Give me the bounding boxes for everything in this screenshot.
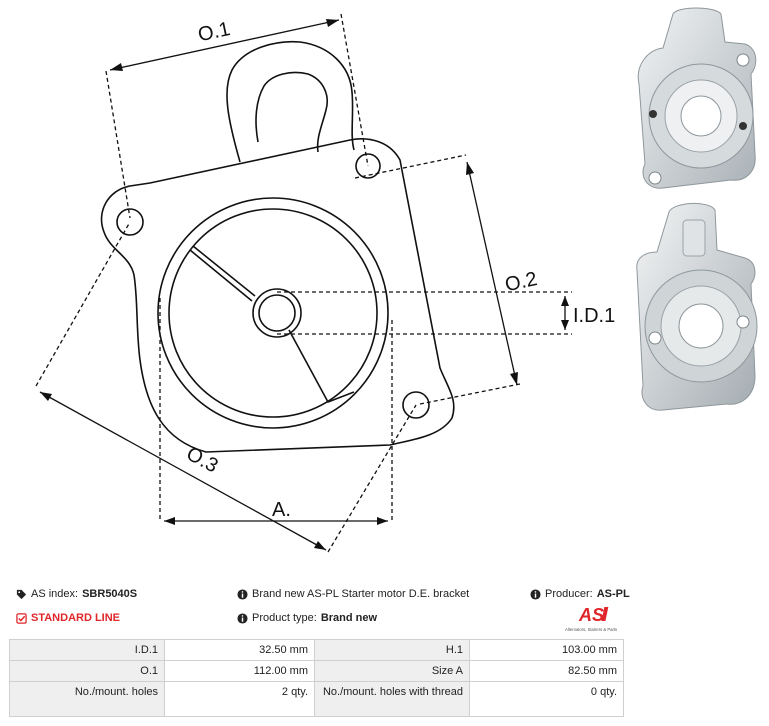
spec-value: 103.00 mm [469,639,624,661]
logo-mark: AS [578,605,604,625]
spec-value: 0 qty. [469,681,624,717]
tag-icon [16,589,27,599]
product-photo-front [637,7,757,189]
label-id1: I.D.1 [573,305,615,327]
technical-drawing: O.1 O.2 O.3 I.D.1 A. [35,13,615,553]
standard-line-text: STANDARD LINE [31,612,121,624]
table-row: No./mount. holes 2 qty. No./mount. holes… [9,681,624,717]
checkbox-icon [16,612,27,624]
info-circle-icon [237,612,248,624]
spec-label: Size A [314,660,470,682]
label-o1: O.1 [196,18,232,46]
spec-label: No./mount. holes [9,681,165,717]
table-row: I.D.1 32.50 mm H.1 103.00 mm [9,639,624,661]
producer: Producer: AS-PL [530,588,630,600]
table-row: O.1 112.00 mm Size A 82.50 mm [9,660,624,682]
spec-label: O.1 [9,660,165,682]
producer-label: Producer: [545,588,593,600]
product-description: Brand new AS-PL Starter motor D.E. brack… [237,588,469,600]
info-circle-icon [237,588,248,600]
spec-value: 82.50 mm [469,660,624,682]
label-o3: O.3 [183,443,222,478]
product-type-value: Brand new [320,612,378,624]
specs-table: I.D.1 32.50 mm H.1 103.00 mm O.1 112.00 … [9,639,624,717]
standard-line-badge: STANDARD LINE [16,612,120,624]
as-index: AS index: SBR5040S [16,588,137,600]
spec-value: 2 qty. [164,681,315,717]
spec-value: 112.00 mm [164,660,315,682]
as-pl-logo: AS Alternators, Starters & Parts [565,605,617,632]
product-type-label: Product type: [252,612,317,624]
spec-label: H.1 [314,639,470,661]
producer-value: AS-PL [596,588,630,600]
label-a: A. [272,499,291,521]
label-o2: O.2 [503,268,539,296]
as-index-label: AS index: [31,588,79,600]
product-photo-rear [636,203,758,411]
info-circle-icon [530,588,541,600]
logo-tagline: Alternators, Starters & Parts [565,627,617,632]
spec-label: I.D.1 [9,639,165,661]
description-text: Brand new AS-PL Starter motor D.E. brack… [252,588,470,600]
product-type: Product type: Brand new [237,612,377,624]
as-index-value: SBR5040S [82,588,138,600]
spec-value: 32.50 mm [164,639,315,661]
spec-label: No./mount. holes with thread [314,681,470,717]
